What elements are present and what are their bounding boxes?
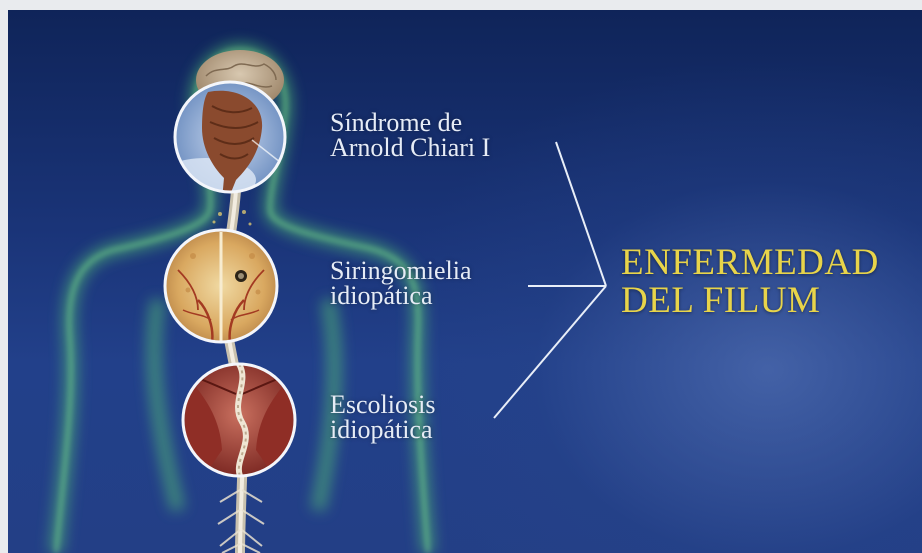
connector-lines [494,142,606,418]
label-escoliosis-line2: idiopática [330,417,435,442]
label-chiari-line2: Arnold Chiari I [330,135,490,160]
result-line2: DEL FILUM [621,282,879,320]
back-muscles-spine-icon [183,364,295,476]
label-escoliosis-line1: Escoliosis [330,392,435,417]
label-siringomielia-line2: idiopática [330,283,472,308]
result-title: ENFERMEDAD DEL FILUM [621,244,879,320]
label-chiari-line1: Síndrome de [330,110,490,135]
connector-chiari [556,142,606,286]
result-line1: ENFERMEDAD [621,244,879,282]
label-siringomielia-line1: Siringomielia [330,258,472,283]
label-escoliosis: Escoliosis idiopática [330,392,435,442]
label-chiari: Síndrome de Arnold Chiari I [330,110,490,160]
brain-hindbrain-icon [156,82,285,202]
diagram-canvas: Síndrome de Arnold Chiari I Siringomieli… [8,10,922,553]
spinal-cord-section-icon [165,230,277,342]
label-siringomielia: Siringomielia idiopática [330,258,472,308]
connector-esco [494,286,606,418]
